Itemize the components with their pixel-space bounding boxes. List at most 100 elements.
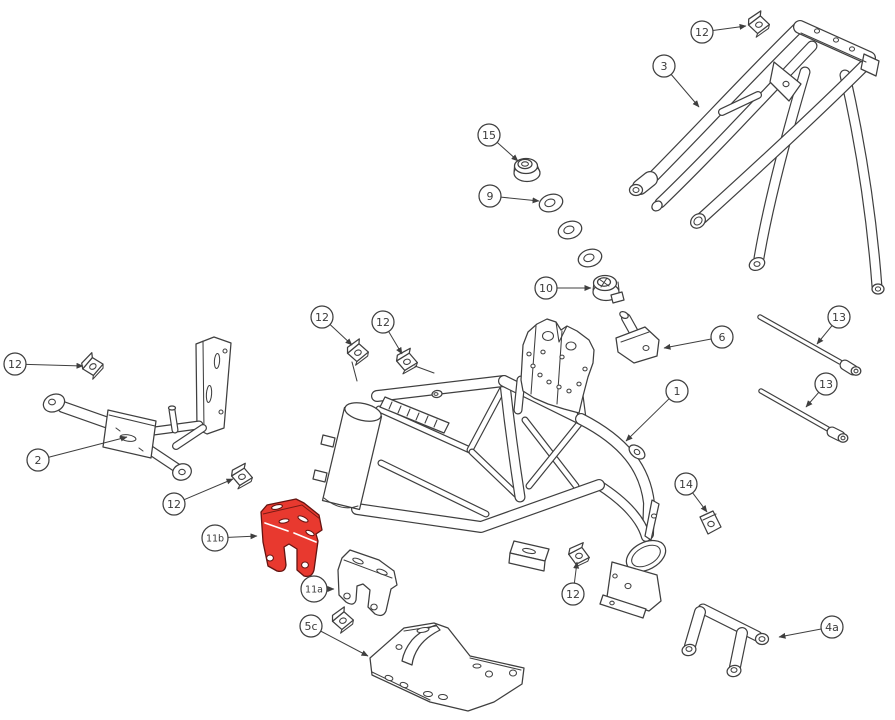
callout-circle[interactable] (710, 325, 734, 349)
part-front-bracket-assembly-shape (173, 425, 206, 449)
shock-tower-plate-shape (565, 341, 577, 351)
part-skid-plate-shape (437, 693, 449, 701)
part-main-frame-shape (312, 469, 328, 483)
callout-circle[interactable] (561, 582, 585, 606)
callout-3[interactable]: 3 (652, 54, 700, 108)
callout-4a[interactable]: 4a (778, 615, 844, 639)
part-washer-stack (536, 190, 605, 271)
shock-tower-plate-shape (530, 325, 563, 405)
callout-12[interactable]: 12 (561, 561, 585, 606)
part-main-frame-shape (526, 421, 582, 489)
clip-connector-lines-shape (351, 361, 435, 382)
part-lock-nut (513, 157, 541, 183)
part-linkage-bracket-shape (758, 636, 766, 642)
clip-nut-mid-2 (393, 346, 420, 376)
callout-1[interactable]: 1 (625, 379, 689, 442)
part-mount-bracket-11b-highlighted-shape (262, 504, 321, 520)
callout-circle[interactable] (665, 379, 689, 403)
part-main-frame-shape (376, 406, 473, 453)
part-front-bracket-assembly-shape (108, 414, 156, 427)
callout-14[interactable]: 14 (674, 472, 708, 513)
callout-leader-line (573, 561, 580, 584)
callout-circle[interactable] (827, 305, 851, 329)
part-linkage-bracket-shape (698, 604, 762, 641)
callout-circle[interactable] (162, 492, 186, 516)
callout-circle[interactable] (310, 305, 334, 329)
part-main-frame-shape (352, 480, 604, 532)
part-front-bracket-assembly-shape (115, 427, 144, 452)
callout-circle[interactable] (371, 310, 395, 334)
callout-circle[interactable] (814, 372, 838, 396)
callout-9[interactable]: 9 (478, 184, 540, 208)
clip-nut-top-right (744, 9, 773, 39)
callout-number: 15 (482, 129, 496, 142)
part-main-frame-shape (595, 481, 650, 541)
part-stub-bracket-shape (619, 310, 629, 320)
part-skid-plate-shape (472, 663, 482, 669)
part-main-frame-shape (650, 513, 658, 519)
callout-12[interactable]: 12 (690, 20, 747, 44)
part-main-frame-shape (612, 573, 618, 579)
callout-number: 12 (695, 26, 709, 39)
part-rear-subframe-shape (643, 23, 803, 187)
part-rear-subframe-shape (800, 32, 867, 63)
callout-circle[interactable] (300, 575, 328, 603)
part-main-frame-shape (433, 392, 439, 396)
callout-12[interactable]: 12 (371, 310, 403, 355)
part-main-frame-shape (388, 401, 438, 428)
callout-circle[interactable] (690, 20, 714, 44)
callout-15[interactable]: 15 (477, 123, 519, 162)
callout-number: 12 (8, 358, 22, 371)
callout-circle[interactable] (534, 276, 558, 300)
callout-number: 2 (35, 454, 42, 467)
callout-circle[interactable] (299, 614, 323, 638)
callout-circle[interactable] (674, 472, 698, 496)
callout-number: 9 (487, 190, 494, 203)
callout-circle[interactable] (477, 123, 501, 147)
callout-circle[interactable] (820, 615, 844, 639)
callout-13[interactable]: 13 (816, 305, 851, 345)
part-mount-bracket-11a-shape (343, 592, 351, 600)
callout-circle[interactable] (201, 524, 229, 552)
callout-13[interactable]: 13 (805, 372, 838, 408)
part-rear-subframe-shape (848, 46, 856, 52)
part-skid-plate (369, 622, 525, 712)
shock-tower-plate-shape (546, 379, 552, 385)
part-front-bracket-assembly-shape (222, 348, 228, 354)
part-mount-bracket-11a-shape (376, 568, 388, 576)
part-skid-plate-shape (384, 674, 394, 682)
callout-11b[interactable]: 11b (201, 524, 258, 552)
callout-circle[interactable] (26, 448, 50, 472)
callout-leader-line (805, 391, 820, 408)
callout-leader-line (500, 196, 540, 204)
part-main-frame-shape (320, 434, 336, 448)
callout-12[interactable]: 12 (310, 305, 353, 346)
part-tab-plate-shape (707, 520, 715, 528)
callout-leader-line (320, 630, 369, 657)
part-mount-bracket-11b-highlighted-shape (305, 529, 315, 537)
callout-5c[interactable]: 5c (299, 614, 369, 657)
part-rear-subframe-shape (719, 92, 761, 115)
callout-circle[interactable] (478, 184, 502, 208)
part-front-bracket-assembly-shape (202, 340, 205, 432)
part-rear-subframe-shape (633, 172, 657, 194)
callout-circle[interactable] (3, 352, 27, 376)
callout-11a[interactable]: 11a (300, 575, 335, 603)
callout-6[interactable]: 6 (663, 325, 734, 350)
part-stub-bracket-shape (620, 331, 650, 343)
callout-2[interactable]: 2 (26, 435, 128, 472)
callout-number: 12 (167, 498, 181, 511)
callout-12[interactable]: 12 (162, 478, 234, 516)
part-rear-subframe-shape (632, 186, 640, 194)
part-front-bracket-assembly-shape (48, 398, 56, 406)
part-mount-bracket-11b-highlighted-shape (260, 498, 323, 578)
callout-10[interactable]: 10 (534, 276, 592, 300)
clip-nut-bottom (566, 541, 592, 569)
callout-circle[interactable] (652, 54, 676, 78)
part-mount-bracket-11b-highlighted-shape (297, 515, 309, 523)
shock-tower-plate-shape (540, 349, 546, 355)
callout-12[interactable]: 12 (3, 352, 84, 376)
part-mount-bracket-11a-shape (337, 549, 398, 617)
part-skid-plate-shape (401, 624, 441, 666)
